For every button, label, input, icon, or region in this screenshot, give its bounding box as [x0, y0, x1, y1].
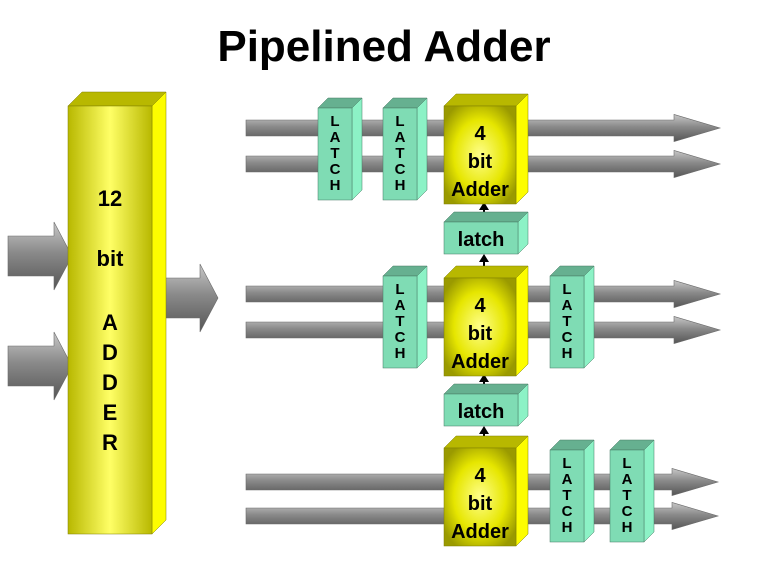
adder-width-label: 4: [474, 295, 486, 317]
latch-letter: C: [330, 161, 341, 178]
big-adder-width-label: 12: [98, 186, 122, 211]
latch-letter: H: [622, 519, 633, 536]
latch-letter: A: [622, 471, 633, 488]
adder-bit-label: bit: [468, 323, 493, 345]
adder-width-label: 4: [474, 465, 486, 487]
latch-letter: L: [395, 113, 404, 130]
input-arrow-a: [7, 221, 73, 291]
latch-letter: H: [330, 177, 341, 194]
latch-letter: H: [562, 345, 573, 362]
latch-letter: C: [562, 503, 573, 520]
big-adder-letter: A: [102, 310, 118, 335]
adder-width-label: 4: [474, 123, 486, 145]
input-arrow-b: [7, 331, 73, 401]
carry-latch-bottom: latch: [443, 383, 529, 427]
latch-letter: H: [562, 519, 573, 536]
big-adder-letter: D: [102, 340, 118, 365]
latch-letter: T: [622, 487, 631, 504]
latch-letter: L: [562, 455, 571, 472]
carry-latch-label: latch: [458, 229, 505, 251]
latch-letter: L: [562, 281, 571, 298]
big-adder-letter: E: [103, 400, 118, 425]
adder-name-label: Adder: [451, 521, 509, 543]
adder-name-label: Adder: [451, 351, 509, 373]
latch-letter: A: [562, 471, 573, 488]
adder-bit-label: bit: [468, 151, 493, 173]
carry-latch-top: latch: [443, 211, 529, 255]
latch-letter: T: [395, 145, 404, 162]
latch-letter: C: [395, 161, 406, 178]
adder-bit-label: bit: [468, 493, 493, 515]
latch-letter: T: [562, 313, 571, 330]
big-adder-letter: D: [102, 370, 118, 395]
adder-name-label: Adder: [451, 179, 509, 201]
latch-letter: L: [330, 113, 339, 130]
big-adder-bit-label: bit: [97, 246, 125, 271]
latch-letter: C: [622, 503, 633, 520]
latch-letter: A: [562, 297, 573, 314]
latch-letter: C: [395, 329, 406, 346]
latch-letter: T: [395, 313, 404, 330]
latch-letter: A: [330, 129, 341, 146]
latch-letter: H: [395, 345, 406, 362]
latch-letter: C: [562, 329, 573, 346]
carry-latch-label: latch: [458, 401, 505, 423]
latch-letter: T: [330, 145, 339, 162]
latch-letter: L: [622, 455, 631, 472]
latch-letter: H: [395, 177, 406, 194]
latch-letter: A: [395, 129, 406, 146]
latch-letter: T: [562, 487, 571, 504]
latch-letter: L: [395, 281, 404, 298]
page-title: Pipelined Adder: [217, 22, 551, 71]
big-adder-letter: R: [102, 430, 118, 455]
latch-letter: A: [395, 297, 406, 314]
